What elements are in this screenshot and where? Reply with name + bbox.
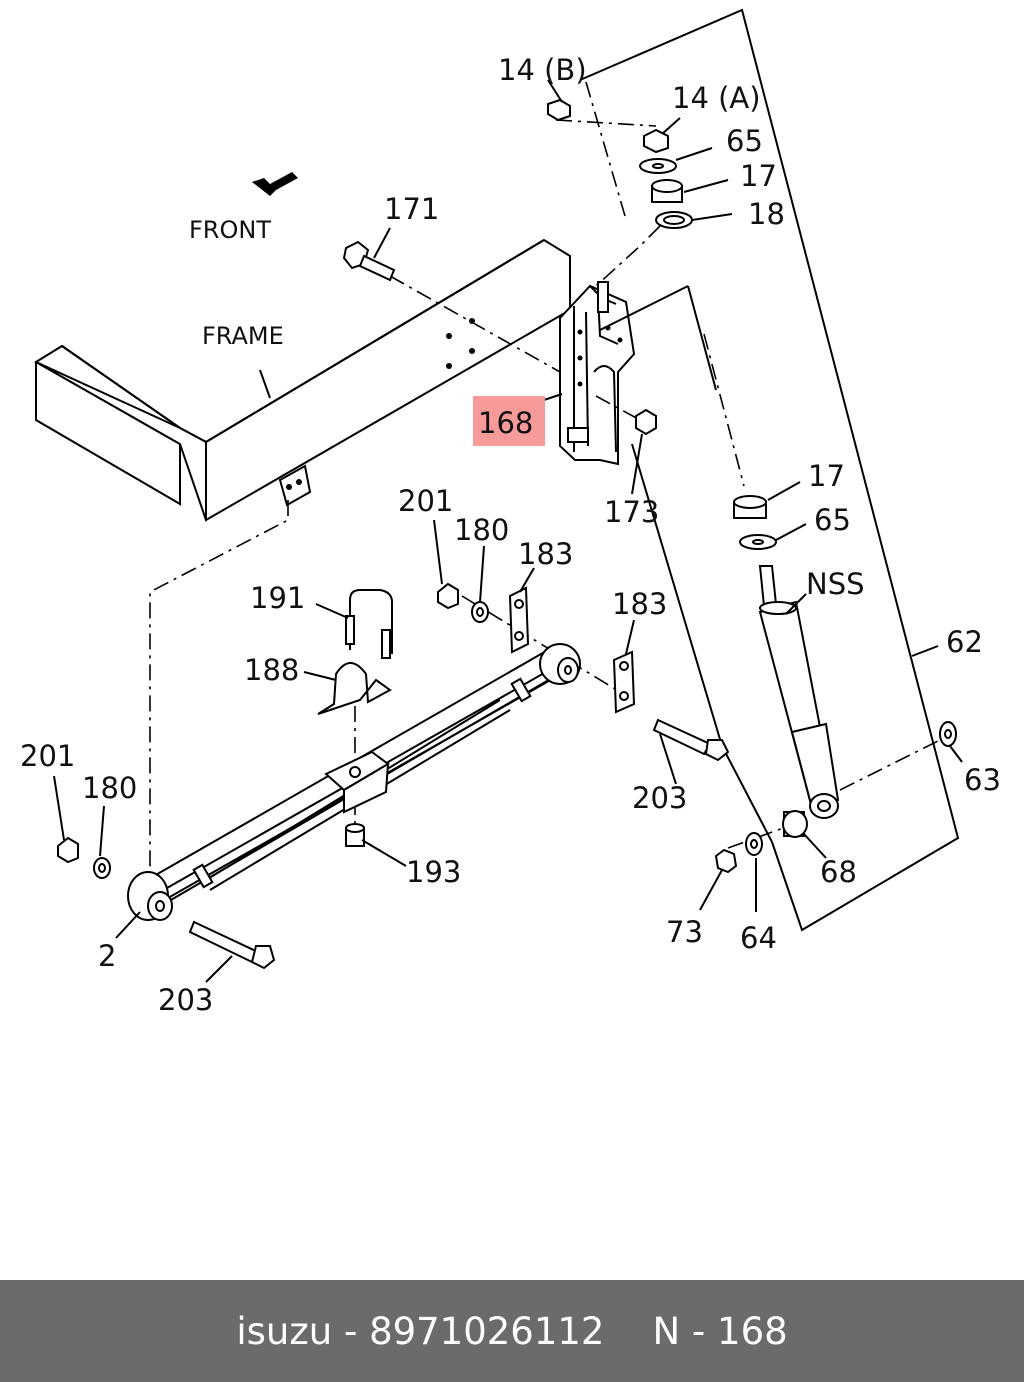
label-62: 62 xyxy=(946,625,983,659)
nut-173 xyxy=(635,408,657,436)
washer-65a xyxy=(639,158,677,174)
label-63: 63 xyxy=(964,763,1001,797)
footer-ref: N - 168 xyxy=(652,1309,788,1353)
footer-bar: isuzu - 8971026112 N - 168 xyxy=(0,1280,1024,1382)
label-183b: 183 xyxy=(612,587,667,621)
label-173: 173 xyxy=(604,495,659,529)
label-73: 73 xyxy=(666,915,703,949)
label-193: 193 xyxy=(406,855,461,889)
label-65b: 65 xyxy=(814,503,851,537)
footer-brand-part: isuzu - 8971026112 xyxy=(236,1309,605,1353)
highlight-168 xyxy=(473,396,545,446)
retainer-18 xyxy=(655,211,693,229)
label-203a: 203 xyxy=(632,781,687,815)
label-65a: 65 xyxy=(726,124,763,158)
nut-201b xyxy=(437,582,459,610)
washer-64 xyxy=(745,832,763,856)
parts-diagram: FRONT FRAME 171 14 (B) 14 (A) 65 17 18 1… xyxy=(20,8,1001,1017)
shackle-plate-183b xyxy=(612,650,636,714)
label-frame: FRAME xyxy=(202,322,284,350)
label-168: 168 xyxy=(478,406,533,440)
label-2: 2 xyxy=(98,939,116,973)
washer-63 xyxy=(939,721,957,747)
label-180b: 180 xyxy=(454,513,509,547)
spacer-188 xyxy=(317,662,392,715)
nut-201a xyxy=(57,836,79,864)
label-14b: 14 (B) xyxy=(498,53,587,87)
label-nss: NSS xyxy=(806,567,865,601)
shock-bracket-168 xyxy=(559,281,636,466)
washer-180a xyxy=(93,857,111,879)
label-188: 188 xyxy=(244,653,299,687)
label-18: 18 xyxy=(748,197,785,231)
washer-65b xyxy=(739,534,777,550)
label-180a: 180 xyxy=(82,771,137,805)
nut-73 xyxy=(714,848,738,874)
nut-193 xyxy=(345,823,365,847)
nut-14a xyxy=(643,128,669,154)
label-203b: 203 xyxy=(158,983,213,1017)
bush-68 xyxy=(782,810,808,838)
label-201b: 201 xyxy=(398,484,453,518)
label-183a: 183 xyxy=(518,537,573,571)
label-171: 171 xyxy=(384,192,439,226)
label-201a: 201 xyxy=(20,739,75,773)
shock-absorber xyxy=(758,565,840,819)
bolt-203a xyxy=(652,718,730,762)
bush-17a xyxy=(651,179,683,203)
front-arrow-icon xyxy=(252,172,298,196)
label-68: 68 xyxy=(820,855,857,889)
label-17b: 17 xyxy=(808,459,845,493)
u-bolt-191 xyxy=(345,589,393,659)
label-front: FRONT xyxy=(189,216,271,244)
label-14a: 14 (A) xyxy=(672,81,761,115)
nut-14b xyxy=(547,98,571,122)
leader-lines xyxy=(53,79,963,983)
label-64: 64 xyxy=(740,921,777,955)
shackle-plate-183a xyxy=(508,586,530,654)
label-17a: 17 xyxy=(740,159,777,193)
washer-180b xyxy=(471,601,489,623)
frame-rail xyxy=(34,238,571,522)
bush-17b xyxy=(733,495,767,519)
bolt-171 xyxy=(342,240,396,282)
label-191: 191 xyxy=(250,581,305,615)
bolt-203b xyxy=(188,920,276,970)
assembly-62-outline xyxy=(579,8,960,932)
